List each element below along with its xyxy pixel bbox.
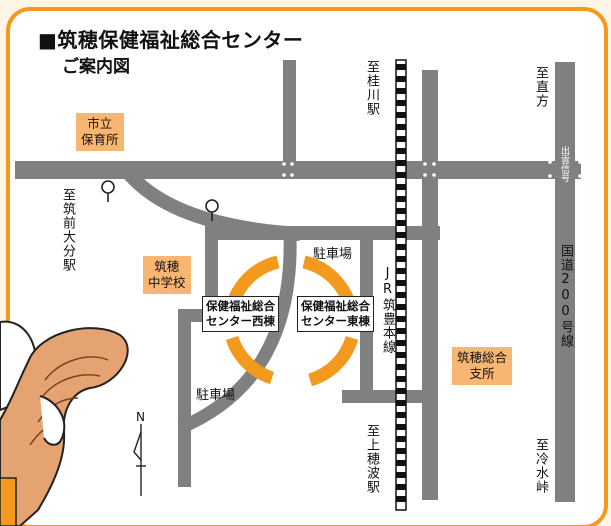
railway-jr-line (395, 59, 407, 511)
rail-tie (396, 220, 406, 226)
target-ring-sw (225, 335, 275, 385)
label-to-keisen-station: 至桂川駅 (364, 60, 379, 116)
road-east-vertical (422, 70, 438, 500)
landmark-markers (101, 180, 219, 221)
rail-tie (396, 424, 406, 430)
north-arrow (133, 424, 146, 496)
rail-tie (396, 364, 406, 370)
rail-tie (396, 100, 406, 106)
rail-tie (396, 244, 406, 250)
rail-tie (396, 376, 406, 382)
rail-tie (396, 412, 406, 418)
facility-branch-office: 筑穂総合 支所 (452, 347, 513, 385)
label-parking-north: 駐車場 (313, 247, 353, 262)
rail-tie (396, 388, 406, 394)
rail-tie (396, 292, 406, 298)
rail-tie (396, 340, 406, 346)
rail-tie (396, 316, 406, 322)
rail-tie (396, 280, 406, 286)
rail-tie (396, 328, 406, 334)
road-center-curve (177, 235, 297, 434)
label-to-chikuzen-daibu-station: 至筑前大分駅 (60, 188, 75, 272)
rail-tie (396, 352, 406, 358)
target-ring-se (307, 335, 359, 387)
north-mark: N (136, 410, 145, 424)
road-parking-east-stub (342, 390, 426, 403)
rail-tie (396, 76, 406, 82)
rail-tie (396, 124, 406, 130)
label-traffic-signal: 出雲信号 (559, 146, 569, 182)
label-to-kami-honami-station: 至上穂波駅 (364, 424, 379, 494)
rail-tie (396, 448, 406, 454)
rail-tie (396, 472, 406, 478)
rail-tie (396, 460, 406, 466)
rail-tie (396, 112, 406, 118)
rail-tie (396, 268, 406, 274)
road-main-horizontal (15, 161, 581, 179)
rail-tie (396, 496, 406, 502)
road-diagonal (120, 165, 301, 241)
label-parking-south: 駐車場 (196, 388, 236, 403)
label-national-route-200: 国道200号線 (558, 244, 573, 348)
facility-city-nursery: 市立 保育所 (76, 113, 124, 151)
rail-tie (396, 160, 406, 166)
label-jr-line: JR筑豊本線 (380, 266, 395, 354)
road-west-down (178, 309, 191, 487)
rail-tie (396, 196, 406, 202)
label-to-nogata: 至直方 (533, 66, 548, 108)
facility-west-building: 保健福祉総合 センター西棟 (202, 296, 279, 332)
page-subtitle: ご案内図 (62, 57, 130, 77)
page-title: ■筑穂保健福祉総合センター (38, 28, 304, 52)
label-to-hiyamizu-pass: 至冷水峠 (533, 438, 548, 494)
road-national-route-200 (555, 62, 575, 502)
rail-tie (396, 184, 406, 190)
facility-junior-high: 筑穂 中学校 (143, 256, 191, 294)
rail-tie (396, 304, 406, 310)
mascot-illustration (0, 320, 129, 526)
rail-tie (396, 64, 406, 70)
rail-tie (396, 148, 406, 154)
rail-tie (396, 88, 406, 94)
rail-tie (396, 232, 406, 238)
signal-marks (282, 160, 582, 178)
rail-tie (396, 400, 406, 406)
rail-tie (396, 256, 406, 262)
rail-tie (396, 172, 406, 178)
rail-tie (396, 484, 406, 490)
facility-east-building: 保健福祉総合 センター東棟 (297, 296, 374, 332)
rail-tie (396, 208, 406, 214)
rail-tie (396, 436, 406, 442)
road-north (283, 60, 296, 166)
road-west-vertical (205, 226, 218, 316)
rail-tie (396, 136, 406, 142)
